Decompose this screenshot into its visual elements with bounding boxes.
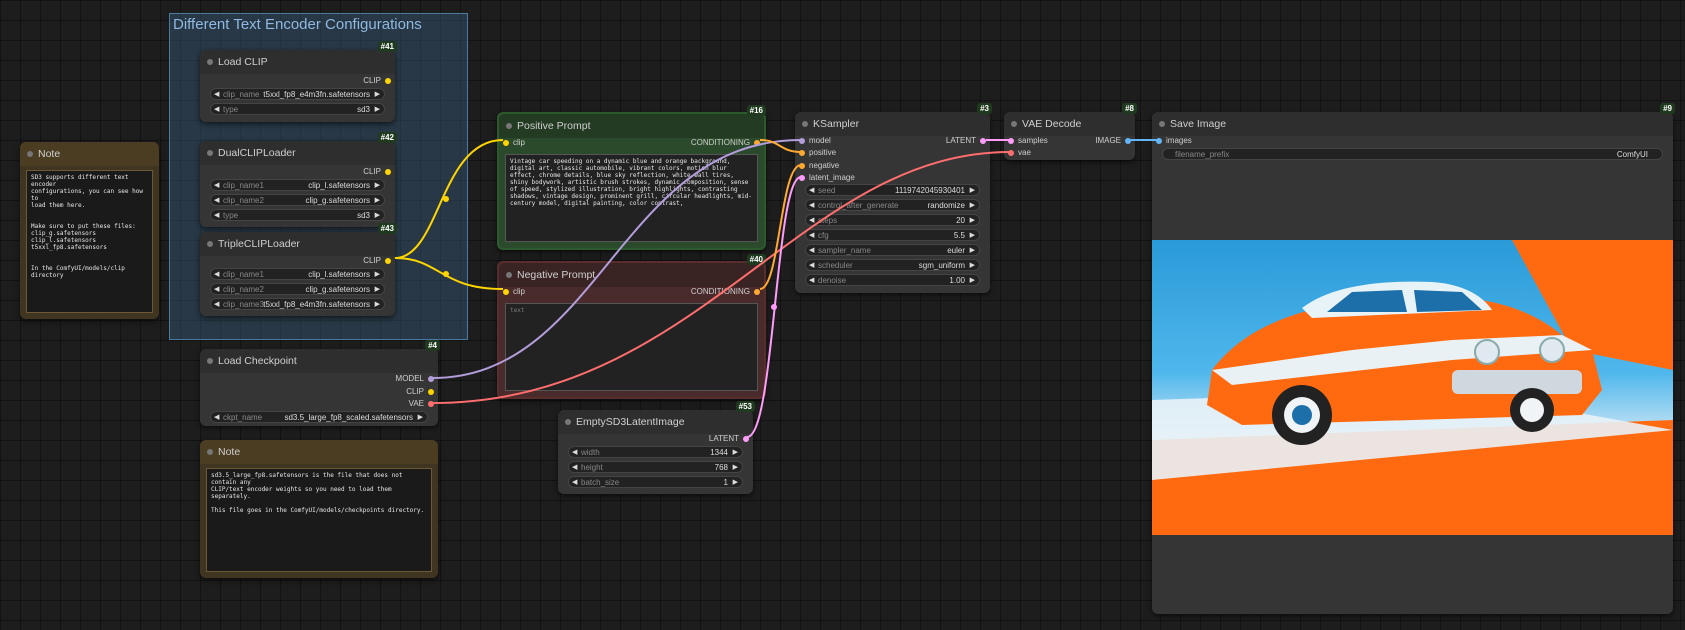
wire-reroute-dot	[771, 304, 777, 310]
output-latent[interactable]: LATENT	[946, 136, 986, 145]
input-images[interactable]: images	[1156, 136, 1192, 145]
node-title: Note	[20, 142, 159, 166]
input-vae[interactable]: vae	[1008, 148, 1031, 157]
node-title: KSampler	[795, 112, 990, 136]
note-node-checkpoint[interactable]: Note sd3.5_large_fp8.safetensors is the …	[200, 440, 438, 578]
note-text[interactable]: SD3 supports different text encoder conf…	[26, 170, 153, 313]
node-id: #8	[1122, 103, 1137, 114]
node-title: VAE Decode	[1004, 112, 1135, 136]
generated-image-preview	[1152, 240, 1673, 535]
node-title: EmptySD3LatentImage	[558, 410, 753, 434]
node-id: #41	[377, 41, 397, 52]
node-id: #42	[377, 132, 397, 143]
output-clip[interactable]: CLIP	[363, 167, 391, 176]
node-id: #16	[746, 105, 766, 116]
output-vae[interactable]: VAE	[409, 399, 434, 408]
node-id: #3	[977, 103, 992, 114]
ksampler-node[interactable]: #3 KSampler model LATENT positive negati…	[795, 103, 992, 293]
node-title: Note	[200, 440, 438, 464]
negative-prompt-node[interactable]: #40 Negative Prompt clip CONDITIONING te…	[497, 254, 766, 399]
input-clip[interactable]: clip	[503, 138, 525, 147]
input-positive[interactable]: positive	[799, 148, 836, 157]
input-samples[interactable]: samples	[1008, 136, 1048, 145]
input-latent-image[interactable]: latent_image	[799, 173, 855, 182]
node-title: Load Checkpoint	[200, 349, 438, 373]
output-latent[interactable]: LATENT	[709, 434, 749, 443]
output-conditioning[interactable]: CONDITIONING	[691, 138, 760, 147]
note-text[interactable]: sd3.5_large_fp8.safetensors is the file …	[206, 468, 432, 572]
car-illustration	[1152, 240, 1673, 535]
output-conditioning[interactable]: CONDITIONING	[691, 287, 760, 296]
node-title: Positive Prompt	[499, 114, 764, 138]
node-id: #40	[746, 254, 766, 265]
positive-prompt-text[interactable]: Vintage car speeding on a dynamic blue a…	[505, 154, 758, 242]
node-title: Negative Prompt	[499, 263, 764, 287]
negative-prompt-text[interactable]: text	[505, 303, 758, 391]
node-id: #43	[377, 223, 397, 234]
output-clip[interactable]: CLIP	[363, 76, 391, 85]
load-checkpoint-node[interactable]: #4 Load Checkpoint MODEL CLIP VAE ◀ckpt_…	[200, 340, 440, 426]
input-model[interactable]: model	[799, 136, 831, 145]
output-model[interactable]: MODEL	[396, 374, 434, 383]
vae-decode-node[interactable]: #8 VAE Decode samples IMAGE vae	[1004, 103, 1137, 160]
output-clip[interactable]: CLIP	[363, 256, 391, 265]
positive-prompt-node[interactable]: #16 Positive Prompt clip CONDITIONING Vi…	[497, 105, 766, 250]
group-title: Different Text Encoder Configurations	[173, 16, 422, 33]
node-id: #53	[735, 401, 755, 412]
node-title: Load CLIP	[200, 50, 395, 74]
node-id: #9	[1660, 103, 1675, 114]
node-title: Save Image	[1152, 112, 1673, 136]
node-title: TripleCLIPLoader	[200, 232, 395, 256]
note-node-clip[interactable]: Note SD3 supports different text encoder…	[20, 142, 159, 319]
output-clip[interactable]: CLIP	[406, 387, 434, 396]
input-clip[interactable]: clip	[503, 287, 525, 296]
output-image[interactable]: IMAGE	[1095, 136, 1131, 145]
input-negative[interactable]: negative	[799, 161, 839, 170]
node-title: DualCLIPLoader	[200, 141, 395, 165]
node-id: #4	[425, 340, 440, 351]
